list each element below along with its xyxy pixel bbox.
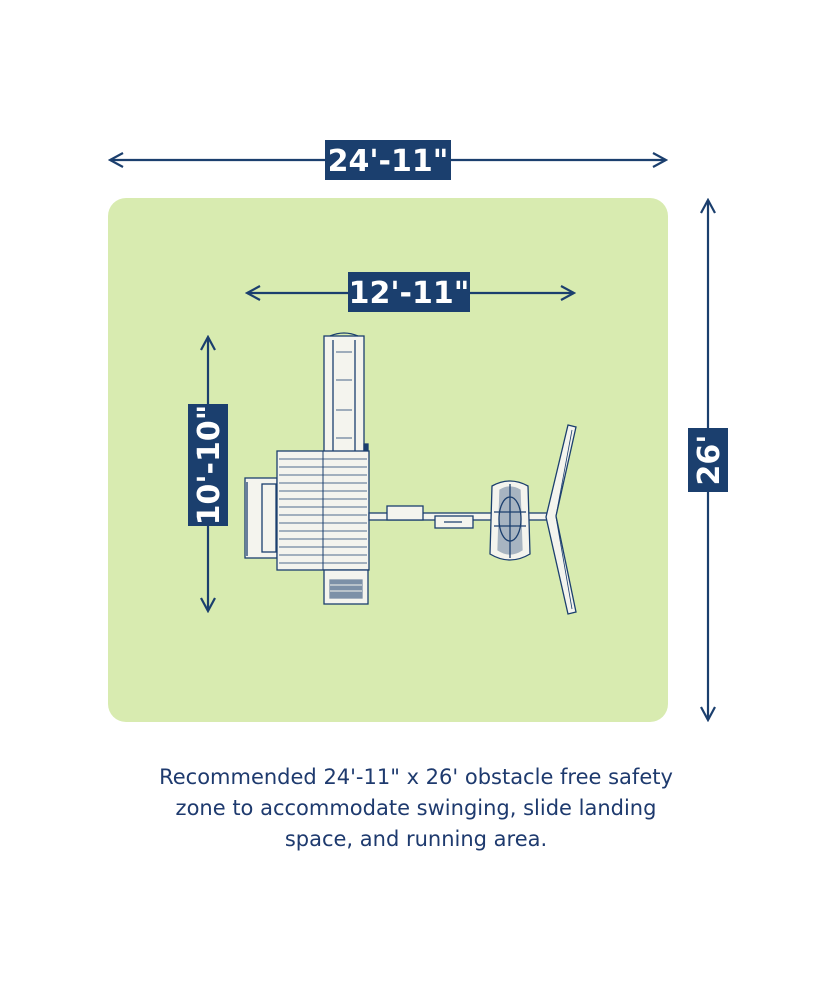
inner-depth-label: 10'-10" (192, 405, 227, 526)
tire-swing (489, 480, 531, 561)
caption-line-2: zone to accommodate swinging, slide land… (175, 796, 657, 820)
outer-depth-label: 26' (692, 435, 727, 486)
outer-width-label-box (325, 140, 451, 180)
playset-top-view-icon (244, 332, 577, 615)
caption-line-3: space, and running area. (284, 827, 548, 851)
outer-depth-label-box (688, 428, 728, 492)
inner-depth-label-box (188, 404, 228, 526)
swing-beam (368, 505, 552, 529)
outer-width-dimension: 24'-11" (110, 140, 666, 180)
steps (323, 569, 369, 605)
caption-line-1: Recommended 24'-11" x 26' obstacle free … (159, 765, 673, 789)
safety-zone-area (108, 198, 668, 722)
inner-width-label: 12'-11" (349, 276, 470, 311)
deck-roof (276, 450, 370, 571)
outer-depth-dimension: 26' (688, 200, 728, 720)
inner-width-label-box (348, 272, 470, 312)
ladder (244, 477, 278, 559)
inner-depth-dimension: 10'-10" (188, 337, 228, 611)
slide (323, 332, 369, 455)
outer-width-label: 24'-11" (328, 144, 449, 179)
a-frame-leg (545, 424, 577, 615)
safety-zone-caption: Recommended 24'-11" x 26' obstacle free … (66, 762, 766, 855)
inner-width-dimension: 12'-11" (247, 272, 574, 312)
